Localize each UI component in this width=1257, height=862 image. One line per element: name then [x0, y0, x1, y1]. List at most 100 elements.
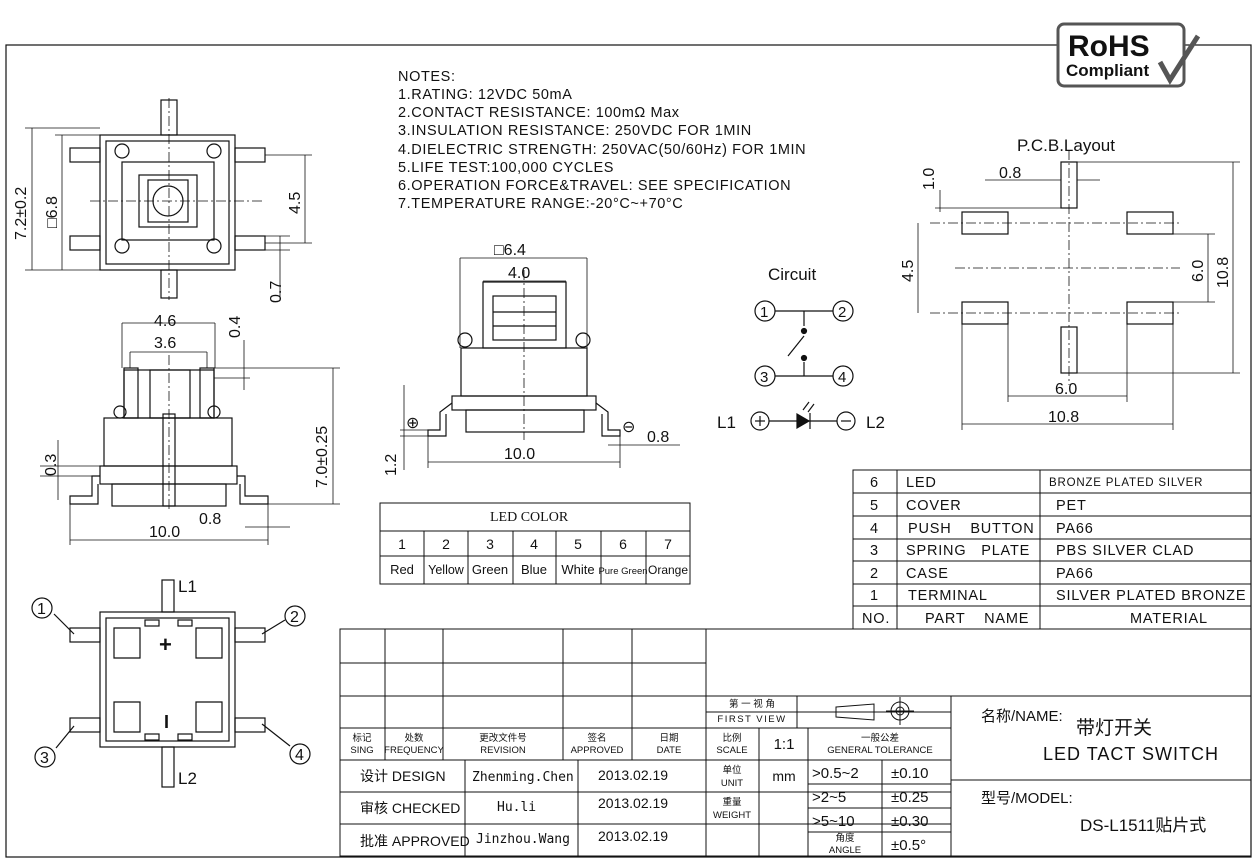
angle-en: ANGLE	[829, 845, 861, 856]
bom-part: CASE	[906, 566, 949, 582]
dim-pitch: 4.5	[287, 192, 304, 214]
led-color-name: Orange	[648, 563, 688, 577]
bom-no: 4	[870, 521, 879, 537]
rev-header-en: SING	[350, 745, 373, 756]
sign-date: 2013.02.19	[598, 767, 668, 783]
led-color-names: Red Yellow Green Blue White Pure Green O…	[390, 562, 688, 577]
scale-en: SCALE	[716, 745, 747, 756]
dim-body-height: □6.8	[44, 196, 61, 228]
bottom-label-l1: L1	[178, 577, 197, 596]
bottom-pin-4: 4	[295, 747, 304, 764]
note-item: 5.LIFE TEST:100,000 CYCLES	[398, 160, 614, 176]
bom-part: SPRING PLATE	[906, 543, 1030, 559]
led-color-name: Blue	[521, 562, 547, 577]
bom-no: 3	[870, 543, 879, 559]
model-value: DS-L1511贴片式	[1080, 816, 1206, 835]
pcb-title: P.C.B.Layout	[1017, 136, 1115, 155]
sign-role: 批准 APPROVED	[360, 833, 470, 849]
led-color-number: 7	[664, 536, 672, 552]
led-color-number: 2	[442, 536, 450, 552]
name-cn: 带灯开关	[1076, 717, 1152, 739]
note-item: 3.INSULATION RESISTANCE: 250VDC FOR 1MIN	[398, 123, 752, 139]
dim-width-2: 3.6	[154, 335, 176, 352]
name-model-block: 名称/NAME: 带灯开关 LED TACT SWITCH 型号/MODEL: …	[981, 708, 1219, 835]
pcb-dim-outer-width: 10.8	[1048, 409, 1079, 426]
tolerance-rows: >0.5~2 ±0.10 >2~5 ±0.25 >5~10 ±0.30 ±0.5…	[812, 765, 928, 854]
led-color-name: White	[561, 562, 594, 577]
rev-header-en: DATE	[657, 745, 682, 756]
dim-length: 10.0	[149, 524, 180, 541]
scale-cn: 比例	[722, 732, 741, 744]
sign-rows: 设计 DESIGN Zhenming.Chen 2013.02.19 审核 CH…	[360, 767, 668, 849]
bom-material: PA66	[1056, 521, 1094, 537]
tolerance-value: ±0.25	[891, 789, 928, 806]
rev-header-en: APPROVED	[571, 745, 624, 756]
unit-cn: 单位	[722, 764, 742, 776]
dim-width-1: 4.6	[154, 313, 176, 330]
note-item: 6.OPERATION FORCE&TRAVEL: SEE SPECIFICAT…	[398, 178, 791, 194]
notes-title: NOTES:	[398, 69, 456, 85]
bom-material: PA66	[1056, 566, 1094, 582]
tolerance-range: >2~5	[812, 789, 846, 806]
bom-part: COVER	[906, 498, 962, 514]
bottom-label-l2: L2	[178, 769, 197, 788]
bottom-pin-2: 2	[290, 609, 299, 626]
led-color-number: 3	[486, 536, 494, 552]
sign-role: 审核 CHECKED	[360, 800, 460, 816]
bom-material: PET	[1056, 498, 1087, 514]
unit-value: mm	[772, 768, 795, 784]
dim-front-length: 10.0	[504, 446, 535, 463]
bom-part: PUSH BUTTON	[908, 521, 1034, 537]
pcb-dim-outer-height: 10.8	[1215, 257, 1232, 288]
minus-symbol: ⊖	[622, 419, 635, 436]
pcb-dim-pad-offset: 1.0	[921, 168, 938, 190]
projection-en: FIRST VIEW	[717, 714, 786, 725]
rev-header-cn: 标记	[352, 732, 372, 744]
circuit-label-l1: L1	[717, 413, 736, 432]
rev-header-cn: 签名	[587, 732, 606, 744]
led-color-number: 4	[530, 536, 538, 552]
tolerance-range: >0.5~2	[812, 765, 859, 782]
circuit-title: Circuit	[768, 265, 816, 284]
sign-name: Hu.li	[497, 800, 536, 815]
led-color-name: Pure Green	[598, 566, 647, 577]
dim-front-height: 1.2	[383, 454, 400, 476]
rev-header-en: REVISION	[480, 745, 526, 756]
pcb-dim-inner-height: 6.0	[1190, 260, 1207, 282]
sign-date: 2013.02.19	[598, 795, 668, 811]
dim-height: 7.0±0.25	[314, 426, 331, 488]
led-color-name: Green	[472, 562, 508, 577]
notes-block: NOTES: 1.RATING: 12VDC 50mA 2.CONTACT RE…	[398, 69, 806, 212]
bom-no: 1	[870, 588, 879, 604]
led-color-title: LED COLOR	[490, 510, 569, 525]
pcb-dim-pad-width: 0.8	[999, 165, 1021, 182]
name-en: LED TACT SWITCH	[1043, 744, 1219, 764]
led-color-number: 5	[574, 536, 582, 552]
circuit-pin-1: 1	[760, 304, 768, 321]
led-color-number: 1	[398, 536, 406, 552]
revision-headers: 标记 SING 处数 FREQUENCY 更改文件号 REVISION 签名 A…	[350, 732, 681, 756]
sheet-border	[5, 44, 1252, 858]
rev-header-cn: 更改文件号	[479, 732, 527, 744]
rohs-logo-line1: RoHS	[1068, 30, 1150, 63]
weight-en: WEIGHT	[713, 810, 751, 821]
rev-header-cn: 处数	[404, 732, 424, 744]
pcb-dim-inner-width: 6.0	[1055, 381, 1077, 398]
front-view	[400, 257, 680, 470]
angle-cn: 角度	[835, 832, 855, 844]
bom-material: PBS SILVER CLAD	[1056, 543, 1194, 559]
circuit-pin-4: 4	[838, 369, 846, 386]
sign-name: Zhenming.Chen	[472, 770, 574, 785]
tolerance-value: ±0.30	[891, 813, 928, 830]
bottom-pin-1: 1	[37, 601, 46, 618]
circuit-label-l2: L2	[866, 413, 885, 432]
checkmark-icon	[1157, 34, 1201, 85]
led-color-name: Yellow	[428, 563, 465, 577]
rev-header-en: FREQUENCY	[384, 745, 444, 756]
side-view	[40, 322, 340, 545]
bottom-minus-mark: I	[164, 712, 169, 732]
dim-cap: 0.4	[227, 316, 244, 338]
dim-lead-width: 0.7	[268, 281, 285, 303]
dim-base: 0.3	[43, 454, 60, 476]
